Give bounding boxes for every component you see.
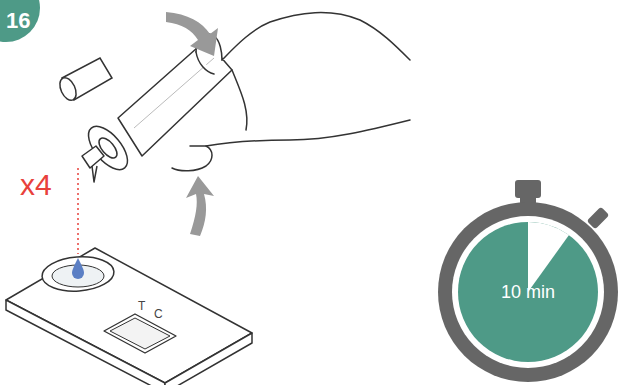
step-badge <box>0 0 40 42</box>
test-cassette <box>6 248 252 385</box>
control-line-marker: C <box>154 308 163 320</box>
drop-guide <box>77 168 79 254</box>
step-number: 16 <box>6 10 30 32</box>
timer <box>438 180 618 382</box>
tube-cap <box>57 58 112 103</box>
repeat-count: x4 <box>20 170 52 200</box>
squeeze-arrow <box>166 12 218 236</box>
drop <box>72 258 84 279</box>
timer-duration: 10 min <box>501 283 555 301</box>
test-line-marker: T <box>138 300 145 312</box>
extraction-tube <box>81 40 232 182</box>
